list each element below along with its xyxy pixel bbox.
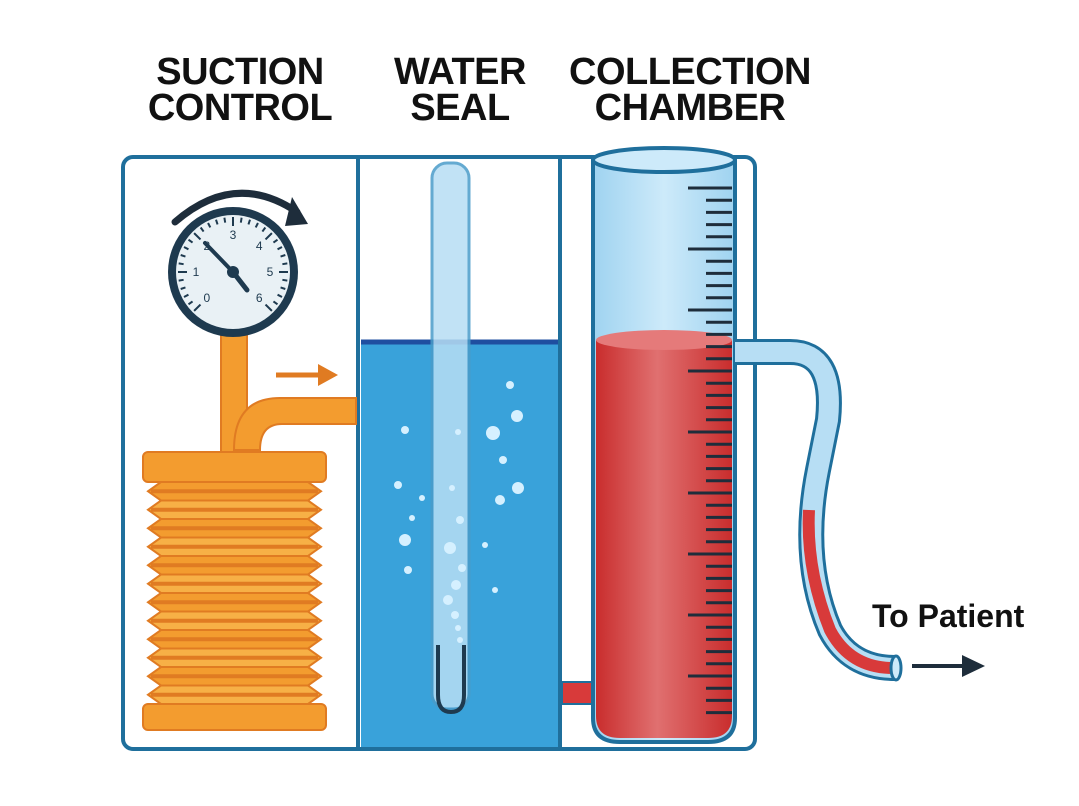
flow-arrow-icon bbox=[276, 364, 338, 386]
collection-chamber-title-line-2: CHAMBER bbox=[594, 87, 786, 129]
gauge-tick-label: 0 bbox=[203, 291, 210, 305]
gauge-tick-label: 3 bbox=[230, 228, 237, 242]
collection-chamber-title: COLLECTION CHAMBER bbox=[560, 51, 820, 129]
patient-tube bbox=[735, 339, 903, 682]
suction-control-title-line-1: SUCTION bbox=[156, 51, 324, 93]
rotation-arrow-icon bbox=[171, 189, 308, 226]
gauge-tick-label: 4 bbox=[256, 239, 263, 253]
collection-chamber-title-line-1: COLLECTION bbox=[569, 51, 811, 93]
water-seal-title: WATER SEAL bbox=[360, 51, 560, 129]
water-seal-title-line-1: WATER bbox=[394, 51, 526, 93]
collection-chamber bbox=[561, 146, 737, 744]
gauge-tick-label: 5 bbox=[267, 265, 274, 279]
right-arrow-icon bbox=[912, 655, 985, 677]
bellows-suction-chamber bbox=[142, 451, 327, 731]
water-seal-chamber bbox=[361, 161, 558, 747]
to-patient-label: To Patient bbox=[872, 598, 1025, 634]
suction-control-title: SUCTION CONTROL bbox=[140, 51, 340, 129]
gauge-tick-label: 6 bbox=[256, 291, 263, 305]
water-seal-title-line-2: SEAL bbox=[410, 87, 510, 129]
pressure-gauge-icon: 0123456 bbox=[168, 207, 298, 337]
gauge-tick-label: 1 bbox=[193, 265, 200, 279]
suction-control-title-line-2: CONTROL bbox=[147, 87, 333, 129]
